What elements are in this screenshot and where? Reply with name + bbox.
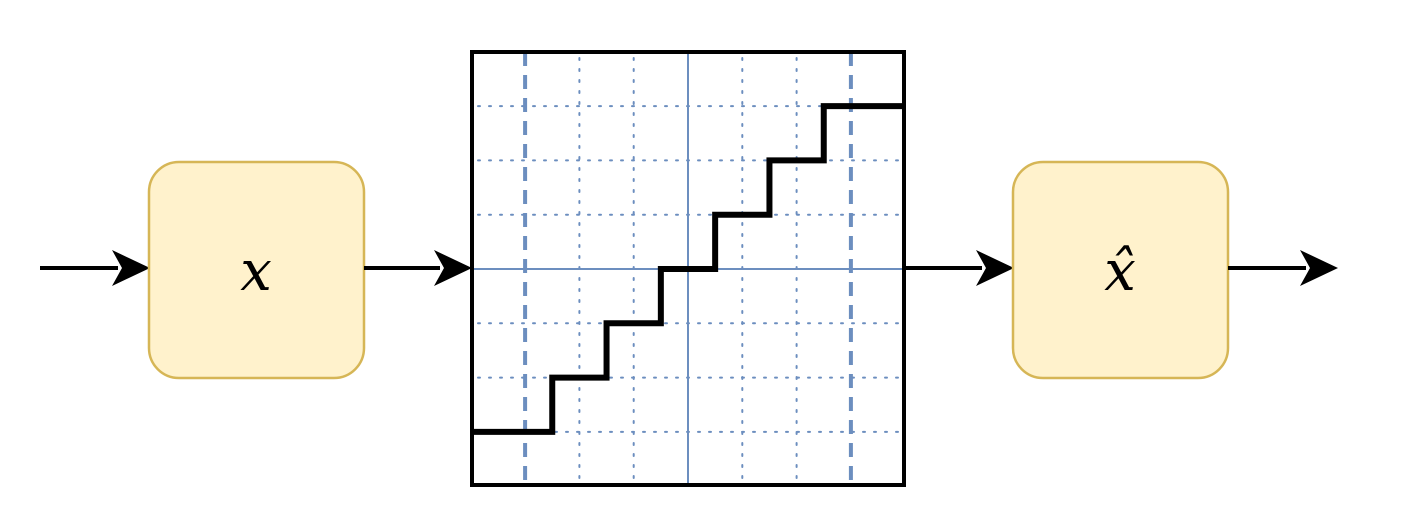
quantizer-panel [470, 50, 906, 487]
arrow-to-quantizer [364, 250, 472, 286]
output-block: x̂ [1011, 160, 1230, 380]
quantizer-staircase [472, 103, 904, 435]
input-arrow [40, 250, 150, 286]
input-block-label: x [240, 239, 272, 304]
quantizer-grid [472, 52, 904, 485]
output-block-label: x̂ [1104, 239, 1136, 304]
arrow-to-output [904, 250, 1014, 286]
output-arrow [1228, 250, 1338, 286]
input-block: x [147, 160, 366, 380]
